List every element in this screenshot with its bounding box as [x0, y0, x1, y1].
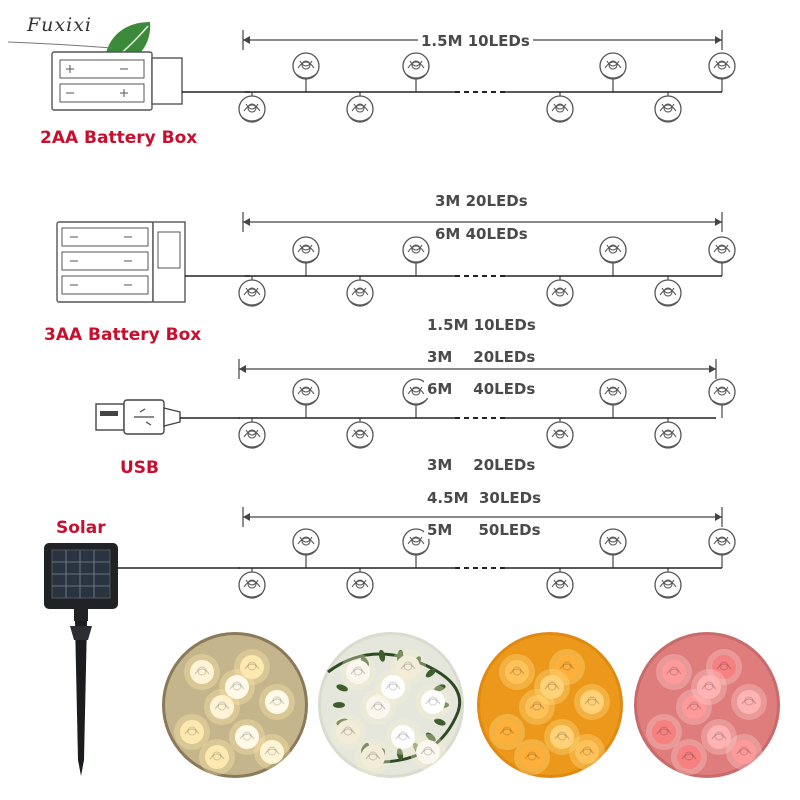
vine-rose-lights-photo: [318, 632, 464, 778]
rose-led-icon: [346, 571, 374, 599]
length-option-2aa-1: 1.5M 10LEDs: [418, 32, 533, 50]
rose-led-icon: [708, 378, 736, 406]
length-option-solar-1: 3M 20LEDs: [424, 456, 539, 474]
rose-led-icon: [599, 528, 627, 556]
rose-led-icon: [402, 236, 430, 264]
power-label-3aa: 3AA Battery Box: [44, 325, 202, 345]
length-dimension-3aa: [242, 212, 723, 232]
product-photo-2: [318, 632, 464, 778]
rose-led-icon: [546, 279, 574, 307]
power-label-2aa: 2AA Battery Box: [40, 128, 198, 148]
rose-led-icon: [599, 378, 627, 406]
rose-led-icon: [708, 236, 736, 264]
brand-name: Fuxixi: [27, 14, 93, 36]
rose-led-icon: [238, 571, 266, 599]
product-photo-3: [477, 632, 623, 778]
power-label-solar: Solar: [56, 518, 106, 538]
rose-led-icon: [238, 279, 266, 307]
rose-led-icon: [238, 95, 266, 123]
rose-led-icon: [346, 95, 374, 123]
usb-plug-icon: [95, 399, 181, 435]
power-label-usb: USB: [120, 458, 160, 478]
rose-led-icon: [402, 52, 430, 80]
battery-box-3aa-icon: [56, 221, 186, 303]
rose-led-icon: [546, 95, 574, 123]
length-option-3aa-2: 6M 40LEDs: [432, 225, 531, 243]
rose-led-icon: [238, 421, 266, 449]
rose-led-icon: [292, 528, 320, 556]
length-option-solar-3: 5M 50LEDs: [424, 521, 544, 539]
rose-led-icon: [654, 421, 682, 449]
orange-rose-lights-photo: [477, 632, 623, 778]
rose-led-icon: [654, 95, 682, 123]
length-option-usb-1: 1.5M 10LEDs: [424, 316, 539, 334]
pink-rose-lights-photo: [634, 632, 780, 778]
rose-led-icon: [599, 52, 627, 80]
length-option-3aa-1: 3M 20LEDs: [432, 192, 531, 210]
rose-led-icon: [546, 571, 574, 599]
rose-led-icon: [546, 421, 574, 449]
product-photo-4: [634, 632, 780, 778]
product-photo-1: [162, 632, 308, 778]
rose-led-icon: [346, 421, 374, 449]
length-option-solar-2: 4.5M 30LEDs: [424, 489, 545, 507]
rose-led-icon: [654, 279, 682, 307]
rose-led-icon: [292, 236, 320, 264]
rose-led-icon: [346, 279, 374, 307]
length-option-usb-2: 3M 20LEDs: [424, 348, 539, 366]
rose-led-icon: [599, 236, 627, 264]
warm-white-rose-lights-photo: [162, 632, 308, 778]
rose-led-icon: [292, 52, 320, 80]
solar-panel-stake-icon: [44, 543, 118, 776]
rose-led-icon: [292, 378, 320, 406]
rose-led-icon: [402, 528, 430, 556]
rose-led-icon: [708, 52, 736, 80]
length-option-usb-3: 6M 40LEDs: [424, 380, 539, 398]
battery-box-2aa-icon: [51, 51, 183, 111]
length-dimension-usb: [238, 359, 717, 379]
rose-led-icon: [708, 528, 736, 556]
rose-led-icon: [654, 571, 682, 599]
length-dimension-solar: [242, 507, 723, 527]
